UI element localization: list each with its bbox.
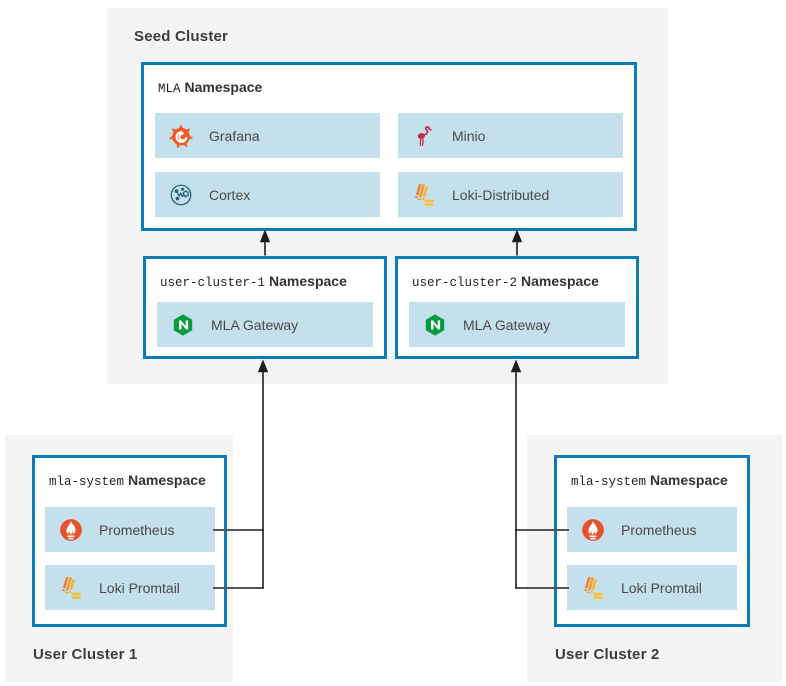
grafana-icon: [168, 123, 194, 149]
component-label: Cortex: [209, 186, 251, 203]
namespace-name: MLA: [158, 82, 181, 96]
loki-icon: [58, 575, 84, 601]
component-label: Grafana: [209, 127, 260, 144]
minio-icon: [411, 123, 437, 149]
namespace-name: mla-system: [571, 475, 647, 489]
component-minio: Minio: [398, 113, 623, 158]
component-mla-gateway: MLA Gateway: [157, 302, 373, 347]
nginx-icon: [170, 312, 196, 338]
component-prometheus: Prometheus: [45, 507, 215, 552]
cortex-icon: [168, 182, 194, 208]
component-label: Minio: [452, 127, 486, 144]
component-label: MLA Gateway: [211, 316, 299, 333]
component-label: Loki-Distributed: [452, 186, 550, 203]
component-prometheus: Prometheus: [567, 507, 737, 552]
seed-cluster-label: Seed Cluster: [134, 28, 229, 45]
mla-system-items: Prometheus: [567, 507, 737, 610]
component-loki-distributed: Loki-Distributed: [398, 172, 623, 217]
mla-system-items: Prometheus: [45, 507, 215, 610]
namespace-suffix: Namespace: [128, 472, 206, 488]
component-loki-promtail: Loki Promtail: [567, 565, 737, 610]
gateway-items: MLA Gateway: [409, 302, 625, 347]
namespace-suffix: Namespace: [269, 273, 347, 289]
prometheus-icon: [580, 517, 606, 543]
user-cluster-2-label: User Cluster 2: [555, 646, 660, 663]
namespace-suffix: Namespace: [184, 79, 263, 95]
loki-icon: [580, 575, 606, 601]
component-label: MLA Gateway: [463, 316, 551, 333]
mla-namespace-items: Grafana M: [155, 113, 623, 217]
prometheus-icon: [58, 517, 84, 543]
user-cluster-1-label: User Cluster 1: [33, 646, 138, 663]
component-cortex: Cortex: [155, 172, 380, 217]
namespace-name: user-cluster-2: [412, 276, 518, 290]
connector-line: [213, 529, 569, 589]
namespace-suffix: Namespace: [650, 472, 728, 488]
loki-icon: [411, 182, 437, 208]
namespace-name: user-cluster-1: [160, 276, 266, 290]
namespace-name: mla-system: [49, 475, 125, 489]
component-loki-promtail: Loki Promtail: [45, 565, 215, 610]
component-label: Prometheus: [621, 521, 697, 538]
component-grafana: Grafana: [155, 113, 380, 158]
gateway-items: MLA Gateway: [157, 302, 373, 347]
namespace-suffix: Namespace: [521, 273, 599, 289]
component-label: Loki Promtail: [99, 579, 180, 596]
component-label: Loki Promtail: [621, 579, 702, 596]
component-mla-gateway: MLA Gateway: [409, 302, 625, 347]
nginx-icon: [422, 312, 448, 338]
component-label: Prometheus: [99, 521, 175, 538]
